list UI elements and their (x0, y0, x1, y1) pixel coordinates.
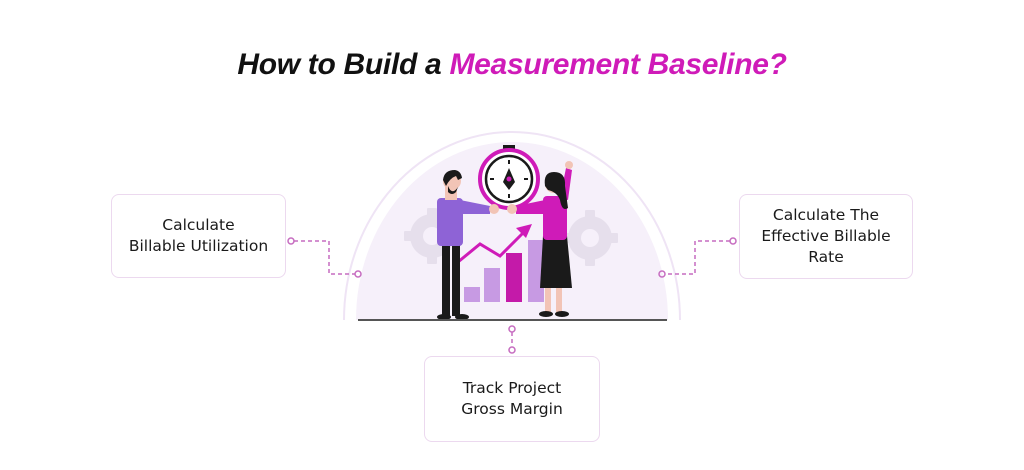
stopwatch-icon (478, 145, 540, 210)
step-box-gross-margin: Track Project Gross Margin (424, 356, 600, 442)
connector-right (658, 237, 737, 278)
connector-bottom (508, 325, 516, 354)
page-title: How to Build a Measurement Baseline? (0, 48, 1024, 82)
man-figure (437, 170, 499, 320)
title-plain: How to Build a (237, 48, 450, 81)
connector-left (287, 237, 362, 278)
gear-icon (562, 210, 618, 266)
title-accent: Measurement Baseline? (449, 48, 787, 81)
bar-chart-icon (464, 240, 544, 302)
halo-background (356, 142, 668, 320)
step-box-effective-billable-rate: Calculate The Effective Billable Rate (739, 194, 913, 279)
step-box-billable-utilization: Calculate Billable Utilization (111, 194, 286, 278)
woman-figure (507, 161, 573, 317)
trend-arrow-icon (457, 224, 532, 264)
